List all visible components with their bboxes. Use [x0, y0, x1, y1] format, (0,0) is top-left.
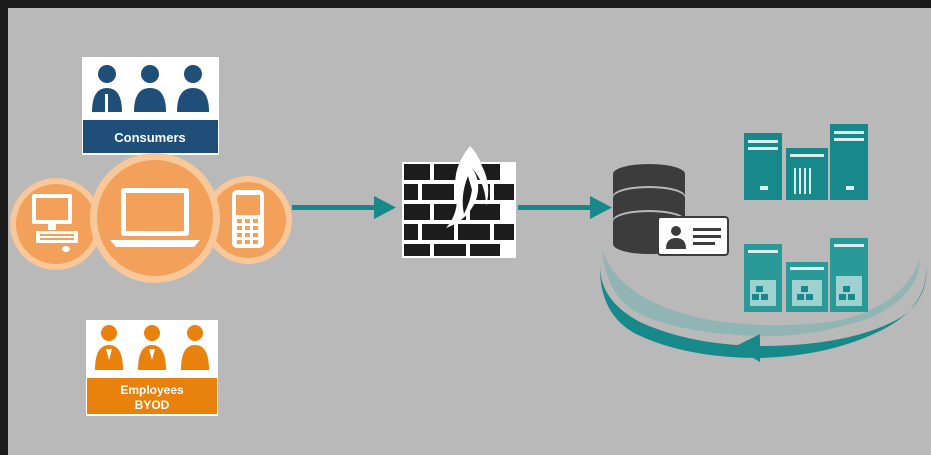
consumers-label-box: [83, 120, 218, 153]
arrow-to-database: [518, 196, 612, 219]
devices-cluster: [10, 153, 292, 283]
id-card-icon: [657, 216, 729, 256]
arrow-to-firewall: [292, 196, 396, 219]
people-group-icon: [92, 65, 209, 112]
laptop-icon: [110, 188, 200, 247]
firewall-icon: [402, 146, 516, 258]
circular-arrow-icon: [599, 250, 927, 362]
employees-label-box: [87, 378, 217, 414]
storage-server-icon: [744, 238, 868, 312]
consumers-label: Consumers: [114, 130, 186, 145]
tower-server-icon: [744, 124, 868, 200]
smartphone-icon: [232, 190, 264, 248]
people-group-icon: [95, 325, 209, 370]
employees-label-line2: BYOD: [135, 398, 170, 412]
employees-label-line1: Employees: [120, 383, 184, 397]
employees-group: Employees BYOD: [86, 320, 218, 416]
consumers-group: Consumers: [82, 57, 219, 155]
desktop-computer-icon: [32, 194, 78, 252]
